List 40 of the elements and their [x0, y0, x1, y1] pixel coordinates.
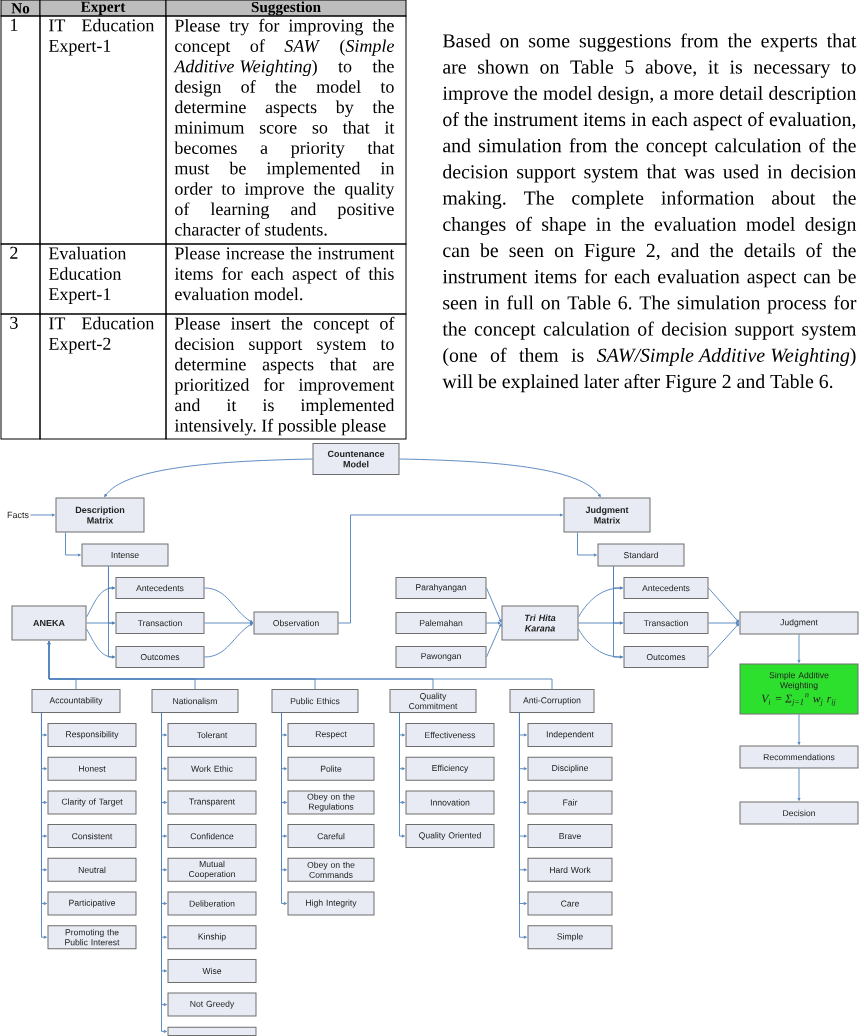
connector-arrow [29, 513, 55, 517]
connector-arrow [708, 587, 740, 623]
connector-arrow [578, 628, 623, 659]
connector-arrow [281, 712, 287, 905]
table-cell: Please insert the concept of decision support system to determine aspects that are prioritized for improvement and it is implemented intensively. If possible please [165, 313, 407, 440]
connector-arrow [486, 621, 501, 625]
connector-arrow [708, 621, 739, 625]
connector-arrow [613, 566, 623, 659]
connector-arrow [108, 566, 115, 659]
connector-arrow [577, 532, 597, 557]
connector-arrow [204, 623, 254, 658]
connector-arrow [338, 513, 563, 624]
connector-arrow [708, 623, 740, 658]
table-cell: IT Education Expert-2 [39, 313, 167, 440]
connector-arrow [486, 623, 502, 658]
connector-arrow [104, 458, 313, 498]
connector-arrow [86, 621, 115, 625]
connector-arrow [47, 641, 553, 690]
connector-arrow [578, 586, 623, 618]
connector-arrow [399, 458, 601, 498]
connector-arrow [797, 768, 801, 801]
table-cell: 1 [0, 15, 41, 245]
connector-arrow [204, 587, 254, 623]
table-cell: 3 [0, 313, 41, 440]
table-cell: 2 [0, 243, 41, 315]
connector-arrow [797, 634, 801, 663]
connector-arrow [65, 532, 81, 557]
connector-arrow [399, 712, 405, 838]
table-cell: Please try for improving the concept of SAW (Simple Additive Weighting) to the design of the model to determine aspects by the minimum score so that it becomes a priority that must be implemented in order to improve the quality of learning and positive character of students. [165, 15, 407, 245]
table-cell: IT Education Expert-1 [39, 15, 167, 245]
connector-arrow [86, 586, 115, 618]
connector-arrow [578, 621, 623, 625]
item-box [167, 1026, 257, 1036]
connector-arrow [486, 587, 502, 623]
body-paragraph: Based on some suggestions from the experts that are shown on Table 5 above, it is necessary to improve the model design, a more detail description of the instrument items in each aspect of evaluation, and simulation from the concept calculation of the decision support system that was used in decision making. The complete information about the changes of shape in the evaluation model design can be seen on Figure 2, and the details of the instrument items for each evaluation aspect can be seen in full on Table 6. The simulation process for the concept calculation of decision support system (one of them is SAW/Simple Additive Weighting) will be explained later after Figure 2 and Table 6. [442, 33, 857, 393]
table-cell: Please increase the instrument items for each aspect of this evaluation model. [165, 243, 407, 315]
table-cell: Evaluation Education Expert-1 [39, 243, 167, 315]
connector-arrow [86, 628, 115, 659]
connector-arrow [204, 621, 253, 625]
connector-arrow [797, 714, 801, 745]
